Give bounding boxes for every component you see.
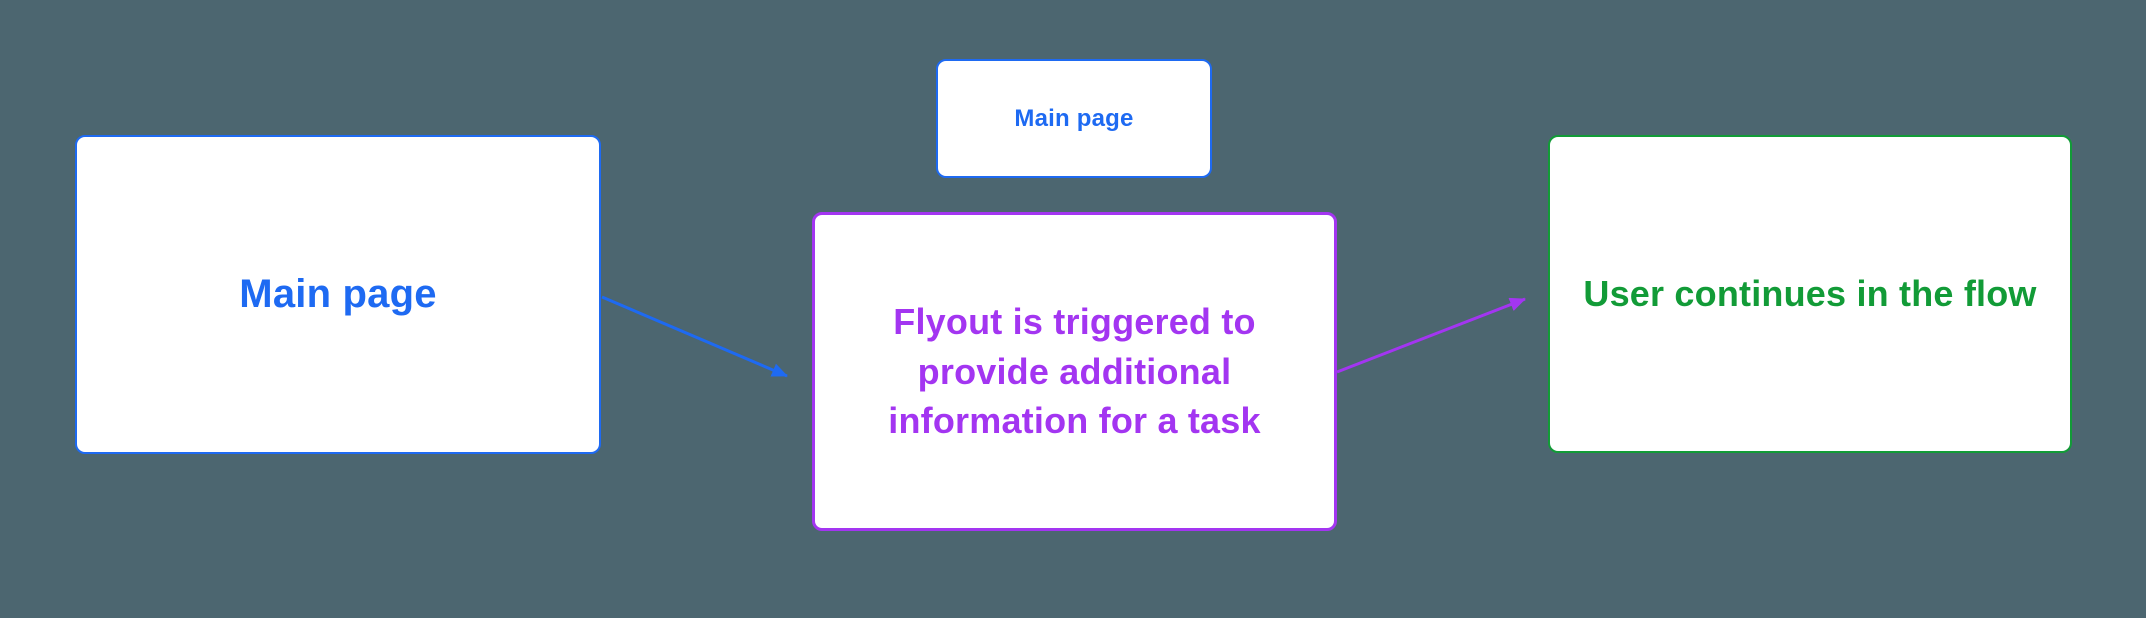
arrow-main-to-flyout	[601, 295, 788, 378]
node-main-page-mini-label: Main page	[1014, 104, 1134, 132]
node-main-page: Main page	[75, 135, 601, 454]
arrow-flyout-to-continue	[1336, 297, 1526, 374]
node-main-page-mini: Main page	[936, 59, 1212, 178]
node-flyout-label: Flyout is triggered to provide additiona…	[888, 300, 1261, 442]
node-flyout: Flyout is triggered to provide additiona…	[812, 212, 1337, 531]
node-main-page-label: Main page	[239, 272, 437, 316]
node-user-continues-label: User continues in the flow	[1583, 273, 2037, 314]
node-user-continues: User continues in the flow	[1548, 135, 2072, 453]
